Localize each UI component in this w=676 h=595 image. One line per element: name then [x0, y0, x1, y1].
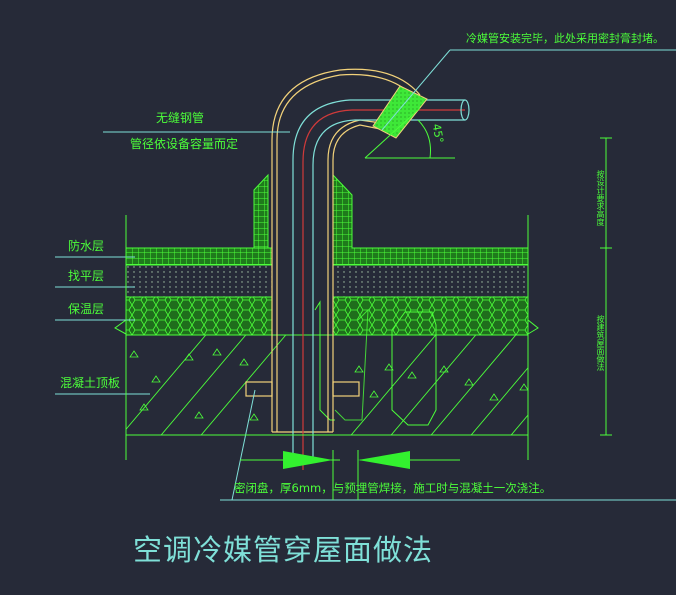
refrigerant-pipe — [292, 99, 470, 470]
embedded-sleeve — [271, 68, 421, 433]
pipe-size-note: 管径依设备容量而定 — [130, 137, 239, 151]
concrete-slab — [125, 300, 529, 436]
dimension-upper-label: 按设计要求高度 — [596, 170, 605, 226]
layer-label-waterproof: 防水层 — [68, 239, 105, 253]
layer-label-insulation: 保温层 — [68, 302, 105, 316]
dimension-arrows — [283, 451, 410, 469]
layer-label-leveling: 找平层 — [68, 269, 105, 283]
drawing-title: 空调冷媒管穿屋面做法 — [133, 533, 434, 567]
dimension-lower-label: 按建筑屋面做法 — [596, 315, 605, 371]
insulation-layer — [114, 296, 539, 336]
angle-marker — [364, 107, 455, 159]
leader-lines — [55, 49, 676, 501]
arrow-left-icon — [358, 451, 410, 469]
leveling-layer — [125, 264, 529, 298]
arrow-right-icon — [283, 451, 333, 469]
waterproof-layer — [125, 173, 529, 266]
pipe-type-label: 无缝钢管 — [156, 111, 205, 125]
bottom-note: 密闭盘，厚6mm，与预埋管焊接，施工时与混凝土一次浇注。 — [234, 481, 552, 495]
angle-label: 45° — [429, 122, 446, 145]
layer-label-concrete: 混凝土顶板 — [60, 376, 121, 390]
top-note: 冷媒管安装完毕，此处采用密封膏封堵。 — [466, 32, 664, 45]
